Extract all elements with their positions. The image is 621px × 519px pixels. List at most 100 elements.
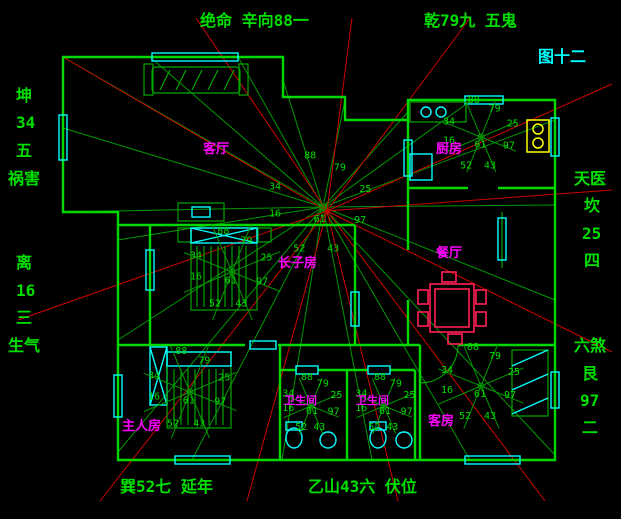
hub-number: 61 <box>379 406 391 417</box>
hub-number: 79 <box>240 236 252 247</box>
window-icon <box>145 249 155 291</box>
bathroom-fixtures <box>285 421 413 449</box>
hub-spoke <box>310 405 324 434</box>
hub-number: 43 <box>313 422 325 433</box>
hub-number: 34 <box>355 389 367 400</box>
hub-spoke <box>383 405 397 434</box>
hub-number: 52 <box>293 244 305 255</box>
window-icon <box>58 114 68 161</box>
hub-number: 79 <box>489 351 501 362</box>
hub-spoke <box>299 405 312 434</box>
walls <box>61 55 557 462</box>
hub-number: 79 <box>390 379 402 390</box>
hub-spoke <box>480 101 496 138</box>
hub-number: 16 <box>269 208 281 219</box>
hub-number: 79 <box>198 356 210 367</box>
hub-number: 88 <box>304 150 316 161</box>
label-right-lower-3: 97 <box>580 391 599 410</box>
hub-number: 25 <box>260 252 272 263</box>
label-top-left: 绝命 辛向88一 <box>200 11 309 30</box>
hub-number: 52 <box>368 422 380 433</box>
hub-spoke <box>383 405 412 418</box>
hub-spoke <box>231 223 252 273</box>
hub-spoke <box>212 271 233 321</box>
hub-number: 16 <box>443 136 455 147</box>
label-left-lower-1: 离 <box>16 253 32 272</box>
hub-number: 52 <box>167 419 179 430</box>
hub-number: 16 <box>190 271 202 282</box>
hub-spoke <box>371 378 385 407</box>
hub-spoke <box>383 378 396 407</box>
hub-spoke <box>283 405 312 419</box>
label-right-lower-1: 六煞 <box>574 336 607 355</box>
sink-icon <box>319 431 337 449</box>
door-icon <box>367 365 391 375</box>
label-bottom-left: 巽52七 延年 <box>120 477 213 496</box>
room-label-master: 主人房 <box>122 418 161 434</box>
window-icon <box>550 371 560 409</box>
hub-number: 88 <box>175 346 187 357</box>
label-left-lower-3: 三 <box>16 308 32 327</box>
hub-number: 79 <box>489 103 501 114</box>
main-sector-lines <box>62 56 556 461</box>
hub-number: 16 <box>441 385 453 396</box>
sink-icon <box>395 431 413 449</box>
door-icon <box>249 340 277 350</box>
hub-number: 16 <box>148 391 160 402</box>
label-bottom-right: 乙山43六 伏位 <box>308 477 417 496</box>
room-label-guest: 客房 <box>428 413 454 429</box>
hub-number: 97 <box>354 215 366 226</box>
room-label-living: 客厅 <box>203 141 229 157</box>
hub-number: 34 <box>269 181 281 192</box>
hub-spoke <box>170 345 191 393</box>
hub-center <box>228 268 236 276</box>
label-right-lower-2: 艮 <box>582 364 599 383</box>
hub-number: 61 <box>474 389 486 400</box>
hub-center <box>319 203 327 211</box>
hub-number: 25 <box>507 119 519 130</box>
hub-number: 43 <box>193 419 205 430</box>
window-icon <box>403 139 413 177</box>
room-label-bath-right: 卫生间 <box>356 393 389 407</box>
hub-spoke <box>480 385 500 429</box>
hub-center <box>186 388 194 396</box>
hub-number: 34 <box>190 250 202 261</box>
hub-number: 97 <box>503 140 515 151</box>
sofa <box>143 63 249 96</box>
window-icon <box>151 52 239 62</box>
hub-number: 43 <box>235 299 247 310</box>
hub-spoke <box>480 121 517 138</box>
figure-number-label: 图十二 <box>538 47 586 66</box>
hub-number: 61 <box>306 406 318 417</box>
hub-spoke <box>356 405 385 419</box>
label-left-lower-2: 16 <box>16 281 35 300</box>
hub-spoke <box>465 101 482 138</box>
label-right-lower-4: 二 <box>582 418 598 437</box>
hub-number: 52 <box>209 299 221 310</box>
hub-number: 43 <box>386 422 398 433</box>
hub-spoke <box>480 367 524 387</box>
hub-spoke <box>480 136 497 173</box>
hub-spoke <box>143 372 191 393</box>
window-symbols <box>58 52 560 465</box>
hub-number: 16 <box>355 403 367 414</box>
window-icon <box>350 291 360 327</box>
label-right-upper-4: 四 <box>584 251 600 270</box>
hub-spoke <box>231 271 253 321</box>
label-left-lower-4: 生气 <box>8 336 40 355</box>
hub-spoke <box>143 391 191 412</box>
hub-number: 88 <box>301 372 313 383</box>
hub-spoke <box>480 343 499 387</box>
hub-number: 61 <box>225 276 237 287</box>
hub-spoke <box>183 252 233 273</box>
compass-labels: 绝命 辛向88一 乾79九 五鬼 图十二 坤 34 五 祸害 离 16 三 生气… <box>8 11 607 496</box>
hub-center <box>477 382 485 390</box>
hub-number: 97 <box>504 390 516 401</box>
hub-spoke <box>189 372 237 393</box>
hub-spoke <box>463 385 482 429</box>
room-labels: 客厅 厨房 长子房 餐厅 主人房 卫生间 卫生间 客房 <box>122 141 462 434</box>
